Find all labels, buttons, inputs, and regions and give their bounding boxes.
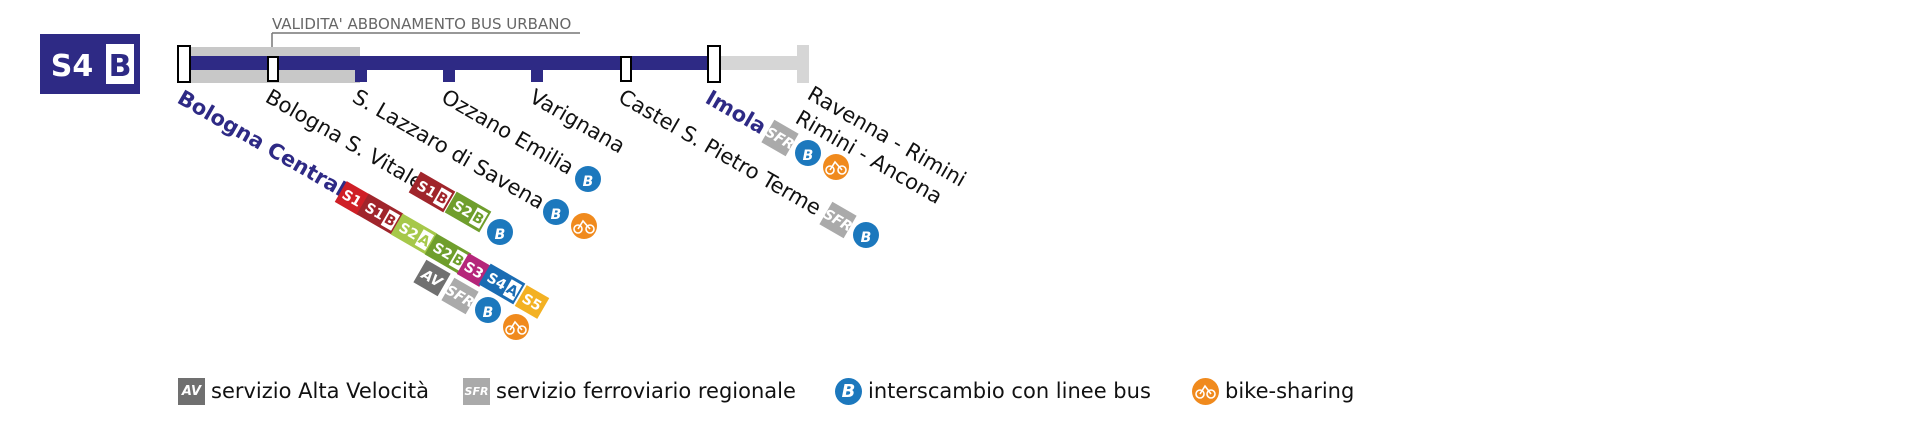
bus-icon-text: B: [861, 230, 872, 246]
legend-label: servizio Alta Velocità: [211, 379, 429, 403]
validity-label: VALIDITA' ABBONAMENTO BUS URBANO: [272, 15, 571, 33]
bus-interchange-icon: [853, 222, 879, 248]
bike-sharing-icon: [571, 213, 597, 239]
legend: AV servizio Alta Velocità SFR servizio f…: [0, 376, 1920, 416]
sfr-icon: SFR: [463, 377, 490, 405]
extension-end: [797, 45, 809, 83]
bus-interchange-icon: [575, 166, 601, 192]
legend-label: servizio ferroviario regionale: [496, 379, 796, 403]
station-marker-ozzano: [443, 56, 455, 82]
station-marker-s-lazzaro: [355, 56, 367, 82]
sfr-badge: SFR: [819, 201, 857, 239]
s5-badge: [514, 285, 550, 319]
bus-icon-text: B: [495, 227, 506, 243]
bus-interchange-icon: [487, 219, 513, 245]
s1-badge: [334, 181, 370, 215]
av-badge: [413, 259, 451, 297]
bus-interchange-icon: [475, 297, 501, 323]
bike-sharing-icon: [503, 314, 529, 340]
station-marker-imola: [707, 45, 721, 83]
station-label: Imola: [702, 86, 771, 140]
bike-icon: [1192, 377, 1219, 405]
legend-item-sfr: SFR servizio ferroviario regionale: [463, 376, 796, 406]
s-vitale-lines: S1 B S2 B B: [408, 171, 513, 245]
bus-icon-text: B: [803, 148, 814, 164]
bus-icon: B: [835, 377, 862, 405]
station-marker-varignana: [531, 56, 543, 82]
bus-interchange-icon: [795, 140, 821, 166]
bus-interchange-icon: [543, 199, 569, 225]
sfr-badge: [441, 277, 479, 315]
legend-label: interscambio con linee bus: [868, 379, 1151, 403]
line-badge: S4 B: [40, 34, 140, 94]
legend-item-bike: bike-sharing: [1192, 376, 1354, 406]
av-icon: AV: [178, 377, 205, 405]
station-marker-bologna-centrale: [177, 45, 191, 83]
legend-item-av: AV servizio Alta Velocità: [178, 376, 429, 406]
bologna-centrale-lines: S1 S1 B S2 A S2 B S3 S4 A: [334, 181, 550, 340]
extension-line: [712, 56, 804, 70]
bus-icon-text: B: [483, 305, 494, 321]
bus-icon-text: B: [583, 174, 594, 190]
legend-label: bike-sharing: [1225, 379, 1355, 403]
line-badge-branch: B: [109, 49, 132, 84]
line-badge-number: S4: [51, 49, 93, 84]
bike-sharing-icon: [823, 154, 849, 180]
station-marker-bologna-s-vitale: [267, 56, 279, 82]
station-marker-castel-s-pietro: [620, 56, 632, 82]
bus-icon-text: B: [551, 207, 562, 223]
legend-item-bus: B interscambio con linee bus: [835, 376, 1151, 406]
